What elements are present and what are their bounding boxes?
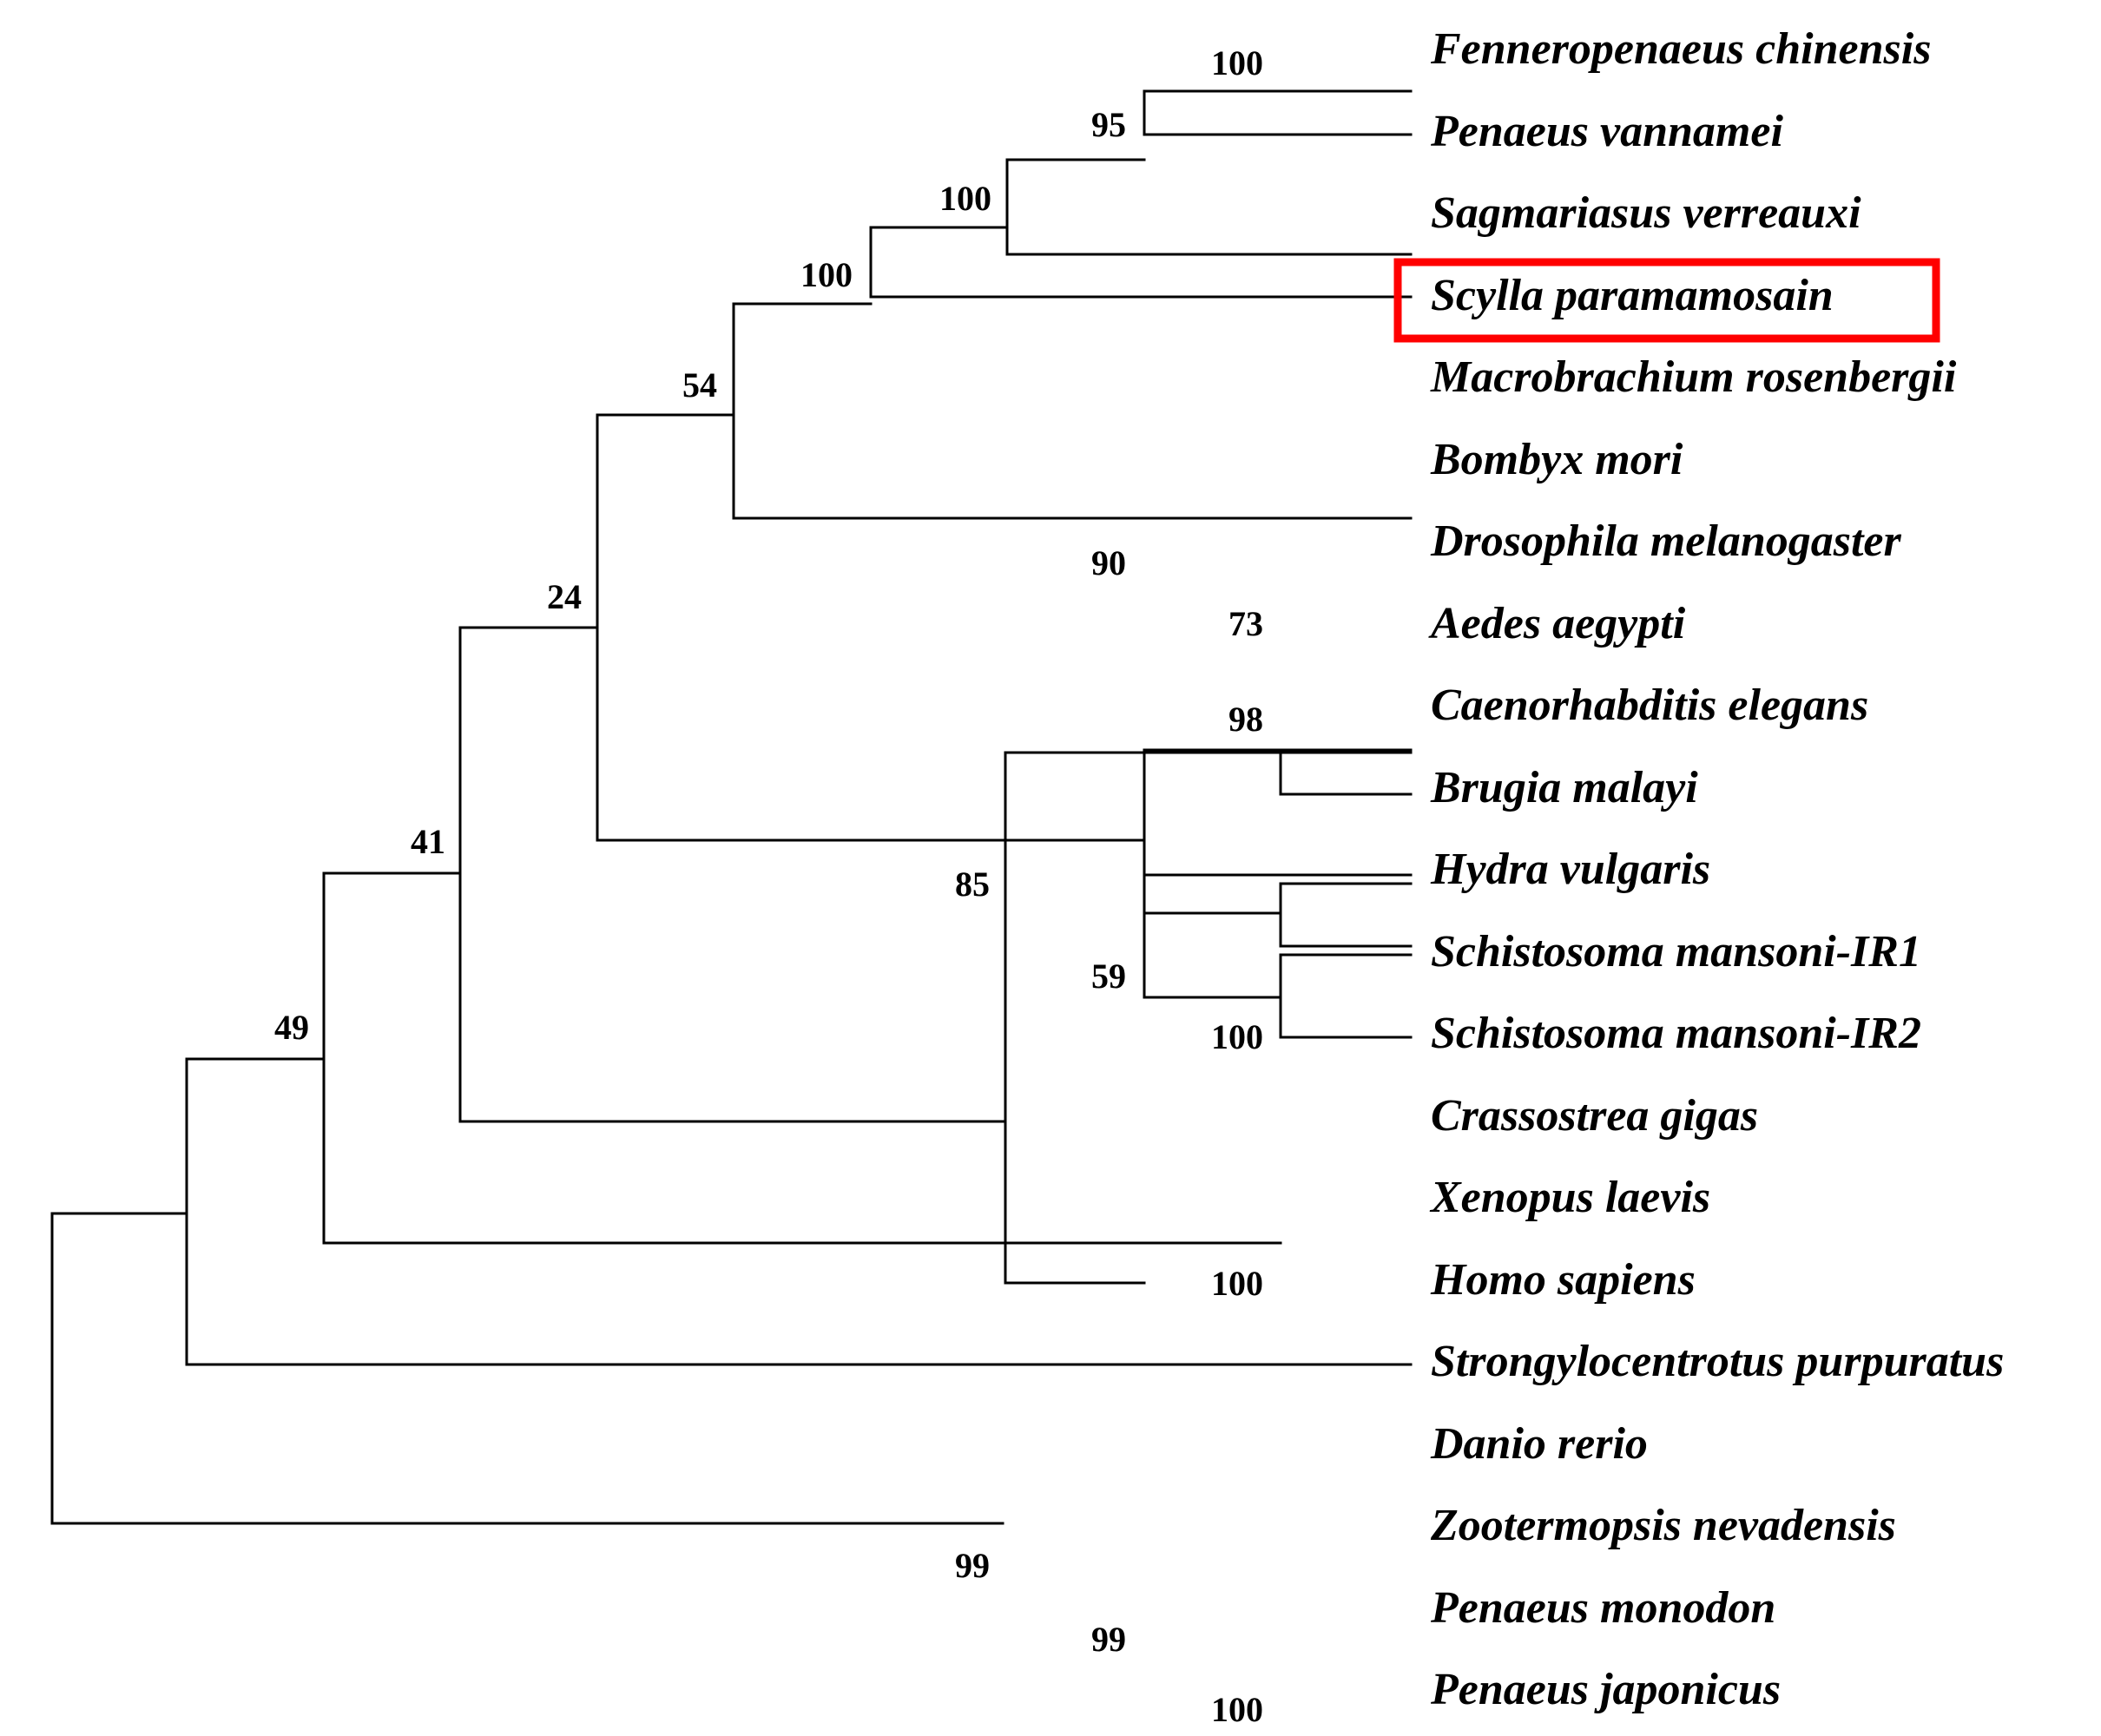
taxon-label: Zootermopsis nevadensis	[1430, 1501, 1896, 1550]
tree-branches	[50, 89, 1413, 1525]
taxon-label: Caenorhabditis elegans	[1431, 681, 1868, 730]
branch-node-95	[1005, 158, 1413, 256]
taxon-label: Penaeus vannamei	[1430, 107, 1783, 156]
highlight-box	[1393, 258, 1940, 343]
taxon-label: Penaeus japonicus	[1430, 1665, 1781, 1714]
branch-node-59	[1143, 873, 1413, 999]
support-value: 59	[1091, 957, 1126, 996]
branch-root	[50, 1212, 1004, 1525]
support-value: 41	[411, 822, 445, 861]
taxon-label: Fenneropenaeus chinensis	[1430, 24, 1931, 74]
support-value: 95	[1091, 105, 1126, 144]
support-value: 100	[1211, 1690, 1263, 1729]
support-value: 100	[1211, 1017, 1263, 1056]
taxon-label: Scylla paramamosain	[1431, 271, 1834, 320]
branch-node-54	[596, 413, 872, 842]
taxon-label: Homo sapiens	[1430, 1255, 1696, 1305]
taxon-label: Macrobrachium rosenbergii	[1430, 352, 1957, 402]
support-value: 100	[1211, 1264, 1263, 1303]
branch-node-49	[185, 1057, 1413, 1366]
branch-node-24	[458, 626, 1007, 1123]
branch-node-98	[1279, 751, 1413, 796]
taxon-label: Danio rerio	[1430, 1419, 1648, 1469]
taxon-label: Schistosoma mansoni-IR1	[1431, 927, 1921, 976]
support-value: 73	[1228, 604, 1263, 643]
taxon-label: Drosophila melanogaster	[1430, 516, 1901, 566]
support-value: 98	[1228, 700, 1263, 739]
support-value: 99	[955, 1546, 990, 1585]
branch-node-fenneropenaeus	[1143, 89, 1413, 136]
branch-node-crustacean	[732, 302, 1413, 520]
support-value: 85	[955, 865, 990, 904]
branch-node-schistosoma	[1279, 953, 1413, 1039]
support-value: 54	[682, 365, 717, 404]
branch-node-73	[1279, 882, 1413, 948]
support-values: 100 95 100 100 54 90 73 98 59 100 85 24 …	[274, 43, 1263, 1729]
support-value: 99	[1091, 1620, 1126, 1659]
support-value: 100	[1211, 43, 1263, 82]
taxon-labels: Fenneropenaeus chinensis Penaeus vanname…	[1428, 24, 2004, 1714]
taxon-label: Bombyx mori	[1430, 435, 1683, 484]
taxon-label: Penaeus monodon	[1430, 1583, 1775, 1633]
taxon-label: Aedes aegypti	[1428, 599, 1686, 648]
support-value: 100	[939, 179, 991, 218]
taxon-label: Schistosoma mansoni-IR2	[1431, 1009, 1921, 1058]
taxon-label: Xenopus laevis	[1429, 1173, 1710, 1222]
branch-node-decapod	[869, 226, 1413, 299]
support-value: 90	[1091, 543, 1126, 582]
taxon-label: Crassostrea gigas	[1431, 1091, 1758, 1141]
support-value: 49	[274, 1008, 309, 1047]
taxon-label: Hydra vulgaris	[1430, 845, 1710, 894]
support-value: 100	[800, 255, 853, 294]
taxon-label: Brugia malayi	[1430, 763, 1698, 812]
support-value: 24	[547, 577, 582, 616]
taxon-label: Sagmariasus verreauxi	[1431, 188, 1861, 238]
branch-node-90	[868, 748, 1413, 915]
taxon-label: Strongylocentrotus purpuratus	[1431, 1337, 2004, 1386]
branch-node-41	[322, 871, 1282, 1245]
